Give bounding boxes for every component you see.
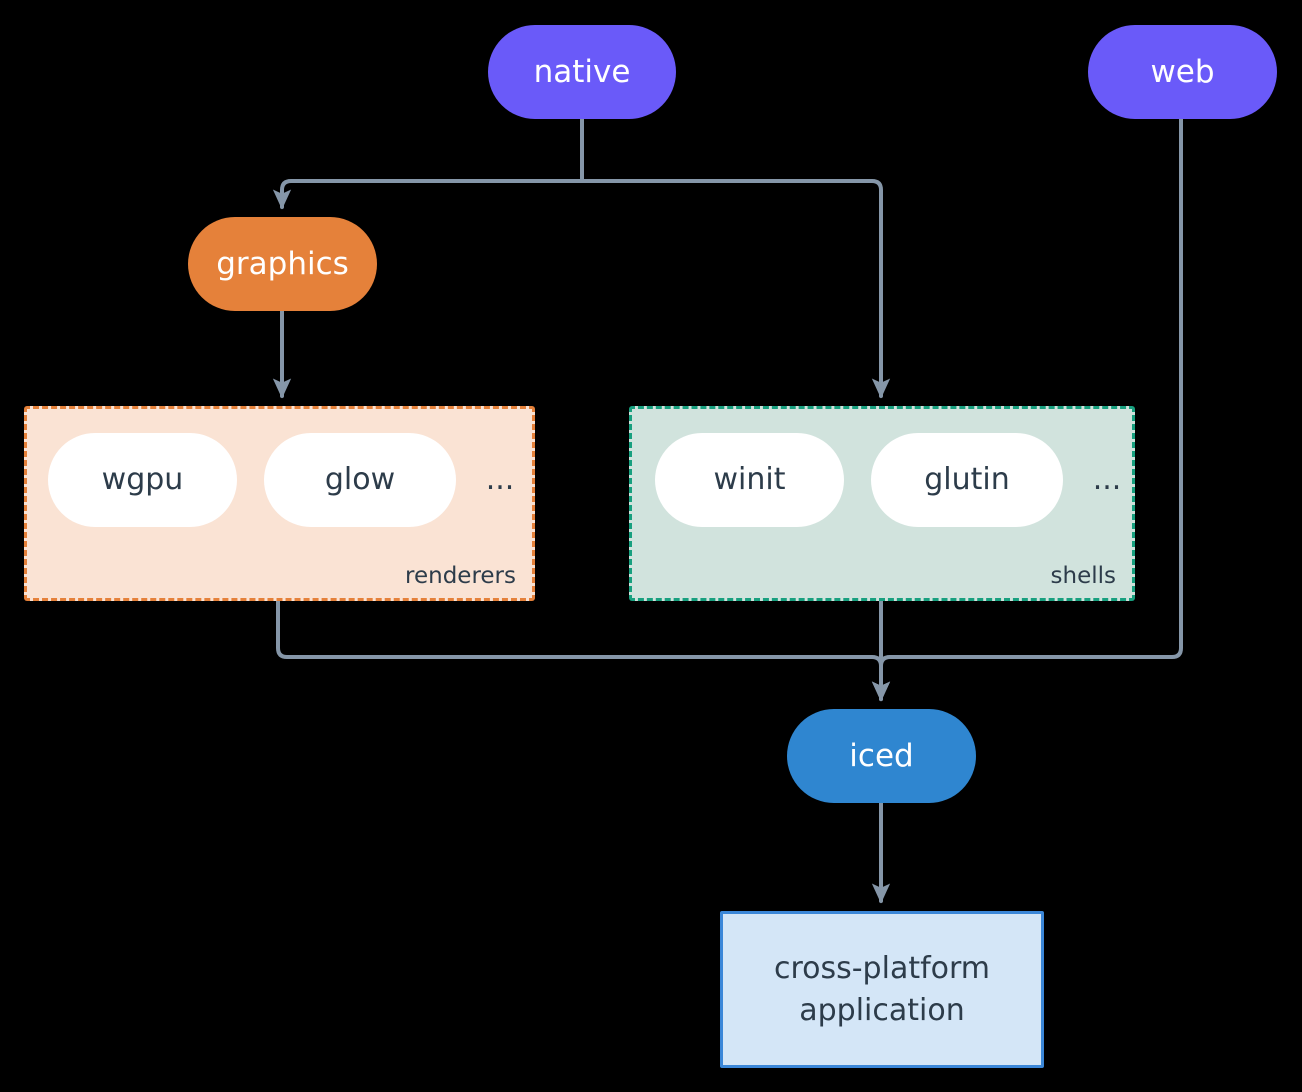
edge-native-to-graphics	[272, 117, 584, 210]
node-glow-label: glow	[324, 462, 396, 497]
edge-native-to-shells	[580, 117, 891, 399]
node-graphics-label: graphics	[216, 245, 349, 282]
renderers-overflow-ellipsis: ...	[485, 462, 515, 497]
cluster-shells: winit glutin ... shells	[629, 406, 1135, 601]
node-iced-label: iced	[849, 737, 914, 774]
cluster-shells-title: shells	[1050, 563, 1116, 589]
cluster-renderers-children: wgpu glow ...	[24, 406, 535, 601]
node-cross-platform-application[interactable]: cross-platform application	[720, 911, 1044, 1068]
node-wgpu[interactable]: wgpu	[48, 433, 237, 527]
node-iced[interactable]: iced	[787, 709, 976, 803]
node-web-label: web	[1150, 53, 1215, 90]
node-winit[interactable]: winit	[655, 433, 844, 527]
node-application-label-line2: application	[799, 992, 965, 1028]
node-application-label-line1: cross-platform	[773, 950, 991, 986]
shells-overflow-ellipsis: ...	[1092, 462, 1122, 497]
node-glutin[interactable]: glutin	[871, 433, 1063, 527]
node-native[interactable]: native	[488, 25, 676, 119]
node-wgpu-label: wgpu	[101, 462, 184, 497]
node-native-label: native	[533, 53, 631, 90]
node-winit-label: winit	[713, 462, 786, 497]
node-web[interactable]: web	[1088, 25, 1277, 119]
node-graphics[interactable]: graphics	[188, 217, 377, 311]
node-glutin-label: glutin	[924, 462, 1010, 497]
cluster-renderers: wgpu glow ... renderers	[24, 406, 535, 601]
edge-renderers-to-iced	[276, 599, 891, 702]
node-glow[interactable]: glow	[264, 433, 456, 527]
cluster-renderers-title: renderers	[405, 563, 516, 589]
